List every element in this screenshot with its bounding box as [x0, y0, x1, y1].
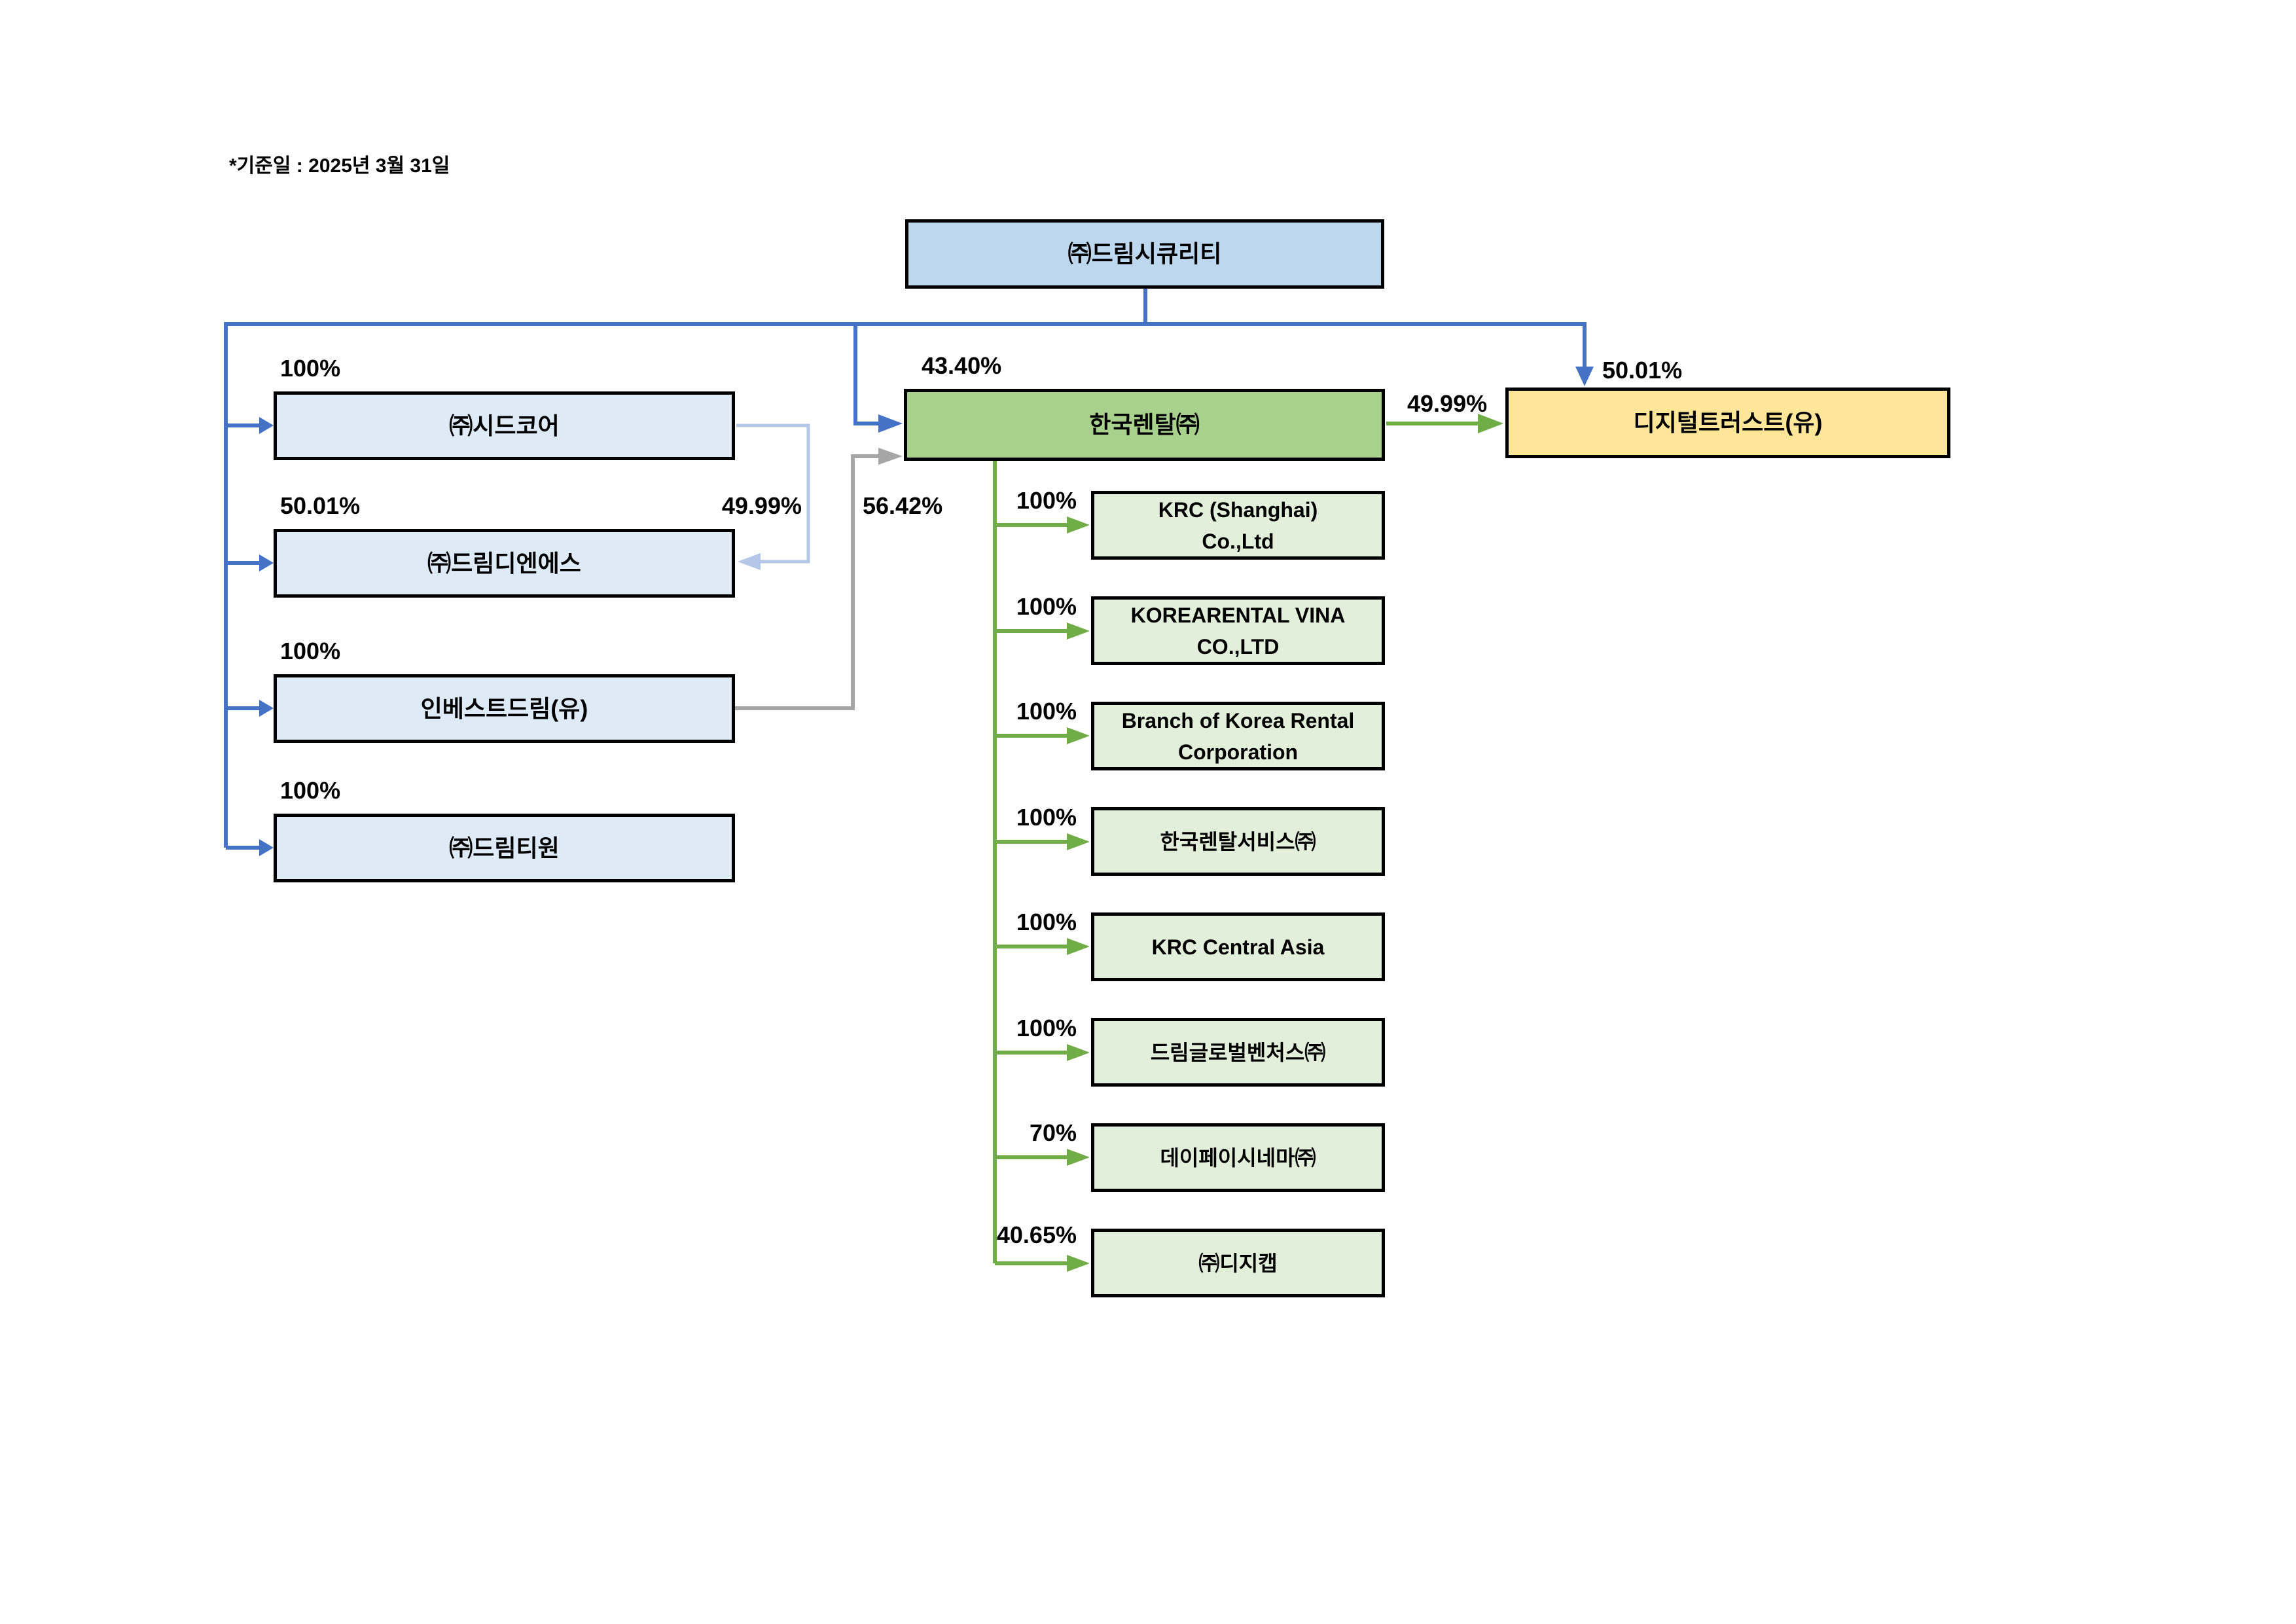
node-seedcore: ㈜시드코어	[274, 391, 735, 460]
node-investdream: 인베스트드림(유)	[274, 674, 735, 743]
pct-seedcore: 100%	[280, 355, 341, 382]
pct-digicap: 40.65%	[996, 1221, 1077, 1248]
arrowhead-centralasia	[1067, 938, 1090, 955]
pct-rentalservice: 100%	[1016, 804, 1077, 831]
arrowhead-vina	[1067, 623, 1090, 640]
arrowhead-dreamdns	[259, 554, 274, 571]
node-dreamt1: ㈜드림티원	[274, 814, 735, 882]
arrowhead-korearental	[878, 414, 903, 433]
arrowhead-investdream-korearental	[878, 448, 903, 465]
node-dreamdns: ㈜드림디엔에스	[274, 529, 735, 598]
arrowhead-seedcore-dreamdns	[738, 553, 761, 570]
arrowhead-krc-shanghai	[1067, 516, 1090, 533]
pct-investdream: 100%	[280, 638, 341, 664]
pct-globalventures: 100%	[1016, 1015, 1077, 1041]
node-daypaycinema: 데이페이시네마㈜	[1091, 1123, 1385, 1192]
pct-dreamt1: 100%	[280, 777, 341, 804]
pct-seedcore-to-dreamdns: 49.99%	[721, 492, 802, 519]
edge-to-korearental	[853, 324, 878, 425]
node-krc-centralasia: KRC Central Asia	[1091, 912, 1385, 981]
node-korearental-vina: KOREARENTAL VINA CO.,LTD	[1091, 596, 1385, 665]
pct-daypaycinema: 70%	[1029, 1119, 1077, 1146]
arrowhead-branch	[1067, 727, 1090, 744]
pct-dreamdns: 50.01%	[280, 492, 361, 519]
pct-root-to-korearental: 43.40%	[922, 352, 1002, 379]
arrowhead-digitaltrust	[1575, 367, 1594, 386]
arrowhead-investdream	[259, 700, 274, 717]
pct-centralasia: 100%	[1016, 909, 1077, 935]
node-rentalservice: 한국렌탈서비스㈜	[1091, 807, 1385, 876]
edge-investdream-korearental	[735, 454, 878, 710]
arrowhead-seedcore	[259, 417, 274, 434]
node-branch-korea-rental: Branch of Korea Rental Corporation	[1091, 702, 1385, 770]
pct-branch: 100%	[1016, 698, 1077, 725]
pct-investdream-to-korearental: 56.42%	[863, 492, 943, 519]
node-dream-security: ㈜드림시큐리티	[905, 219, 1384, 289]
pct-root-to-digitaltrust: 50.01%	[1602, 357, 1683, 384]
arrowhead-globalventures	[1067, 1044, 1090, 1061]
node-digitaltrust: 디지털트러스트(유)	[1505, 388, 1950, 458]
node-korearental: 한국렌탈㈜	[904, 389, 1385, 461]
node-krc-shanghai: KRC (Shanghai) Co.,Ltd	[1091, 491, 1385, 560]
arrowhead-daypaycinema	[1067, 1149, 1090, 1166]
node-digicap: ㈜디지캡	[1091, 1229, 1385, 1297]
pct-korearental-to-digitaltrust: 49.99%	[1407, 390, 1488, 417]
arrowhead-kr-digitaltrust	[1478, 414, 1503, 433]
base-date-note: *기준일 : 2025년 3월 31일	[229, 155, 450, 177]
node-globalventures: 드림글로벌벤처스㈜	[1091, 1018, 1385, 1087]
pct-krc-shanghai: 100%	[1016, 487, 1077, 514]
edge-main-trunk	[224, 322, 1587, 848]
edge-seedcore-dreamdns	[736, 424, 810, 564]
arrowhead-dreamt1	[259, 839, 274, 856]
arrowhead-rentalservice	[1067, 833, 1090, 850]
arrowhead-digicap	[1067, 1255, 1090, 1272]
pct-vina: 100%	[1016, 593, 1077, 620]
